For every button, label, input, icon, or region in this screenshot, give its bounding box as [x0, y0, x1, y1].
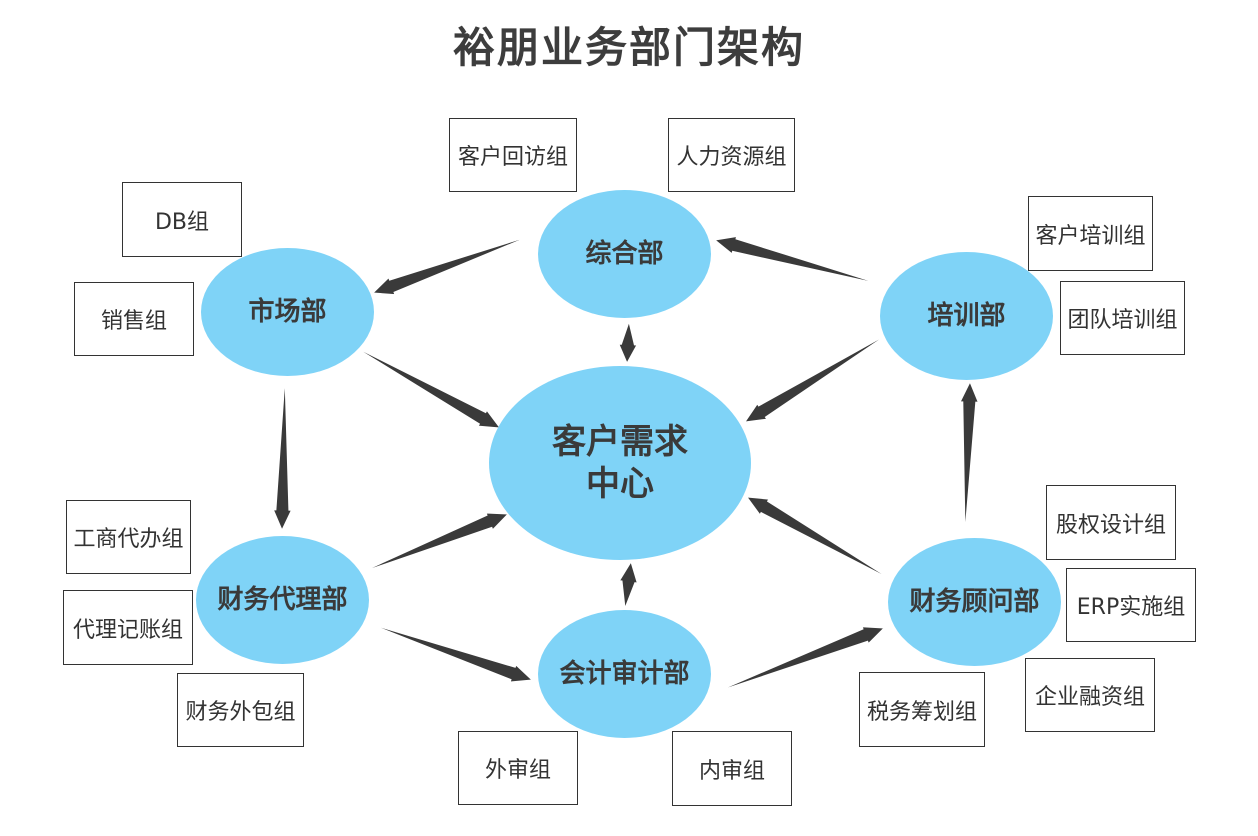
arrow-audit-to-center [618, 560, 638, 609]
finance-advisory-dept-node[interactable]: 财务顾问部 [888, 538, 1061, 666]
training-dept-node[interactable]: 培训部 [880, 252, 1053, 380]
group-box-erp-implementation: ERP实施组 [1066, 568, 1196, 642]
arrow-advisory-to-center [745, 496, 893, 581]
arrow-marketing-to-finance-agency [272, 377, 293, 532]
arrow-advisory-to-training [959, 380, 980, 533]
group-box-human-resources: 人力资源组 [668, 118, 795, 192]
arrow-agency-to-center [361, 512, 510, 573]
arrow-marketing-to-center [352, 345, 502, 429]
group-box-finance-outsourcing: 财务外包组 [177, 673, 304, 747]
page-title: 裕朋业务部门架构 [452, 23, 805, 72]
group-box-enterprise-financing: 企业融资组 [1025, 658, 1155, 732]
group-box-internal-audit: 内审组 [672, 731, 792, 806]
arrow-audit-to-advisory [715, 626, 886, 693]
group-box-customer-revisit: 客户回访组 [449, 118, 577, 192]
marketing-dept-node[interactable]: 市场部 [201, 248, 374, 376]
customer-demand-center-node[interactable]: 客户需求 中心 [489, 366, 751, 560]
arrow-general-to-center [618, 320, 638, 365]
group-box-bookkeeping: 代理记账组 [63, 590, 193, 665]
accounting-audit-dept-node[interactable]: 会计审计部 [538, 610, 711, 738]
group-box-tax-planning: 税务筹划组 [859, 672, 985, 747]
finance-agency-dept-node[interactable]: 财务代理部 [196, 536, 369, 664]
arrow-training-to-general [713, 235, 881, 285]
group-box-customer-training: 客户培训组 [1028, 196, 1153, 271]
group-box-db: DB组 [122, 182, 242, 257]
group-box-sales: 销售组 [74, 282, 194, 356]
general-dept-node[interactable]: 综合部 [538, 190, 711, 318]
group-box-external-audit: 外审组 [458, 731, 578, 805]
arrow-agency-to-audit [369, 623, 534, 683]
group-box-business-registration: 工商代办组 [66, 500, 191, 574]
arrow-training-to-center [743, 333, 889, 423]
arrow-general-to-marketing [371, 235, 531, 296]
group-box-equity-design: 股权设计组 [1046, 485, 1176, 560]
group-box-team-training: 团队培训组 [1060, 281, 1185, 355]
